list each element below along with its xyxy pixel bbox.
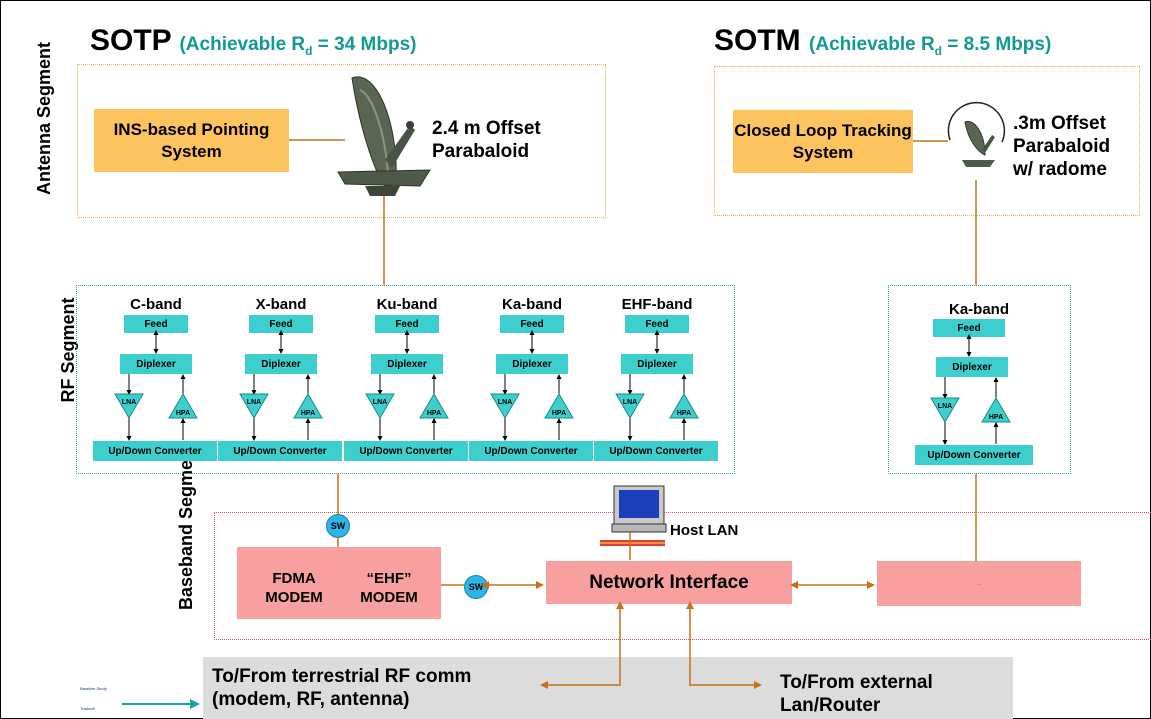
baseband-segment-box bbox=[214, 512, 1151, 640]
diplexer-block: Diplexer bbox=[621, 354, 693, 374]
sotm-band-title: Ka-band bbox=[949, 301, 1009, 318]
host-lan-label: Host LAN bbox=[670, 522, 739, 539]
sotm-rf-segment-box bbox=[888, 285, 1071, 474]
lna-label: LNA bbox=[498, 399, 512, 406]
lna-triangle bbox=[239, 393, 269, 419]
fdma-modem: FDMA MODEM bbox=[265, 570, 323, 606]
lna-triangle bbox=[114, 393, 144, 419]
sotm-feed: Feed bbox=[933, 319, 1005, 337]
lna-label: LNA bbox=[373, 399, 387, 406]
closed-loop-tracking-system: Closed Loop Tracking System bbox=[733, 110, 913, 173]
lna-label: LNA bbox=[247, 399, 261, 406]
sotm-converter: Up/Down Converter bbox=[915, 445, 1033, 465]
converter-block: Up/Down Converter bbox=[93, 441, 217, 461]
band-title: C-band bbox=[130, 296, 182, 313]
sotm-title: SOTM (Achievable Rd = 8.5 Mbps) bbox=[714, 24, 1052, 58]
lna-label: LNA bbox=[122, 399, 136, 406]
sotm-diplexer: Diplexer bbox=[936, 357, 1008, 377]
terrestrial-rf-label: To/From terrestrial RF comm (modem, RF, … bbox=[212, 666, 472, 710]
hpa-label: HPA bbox=[301, 410, 315, 417]
hpa-label: HPA bbox=[552, 410, 566, 417]
converter-block: Up/Down Converter bbox=[469, 441, 593, 461]
converter-block: Up/Down Converter bbox=[218, 441, 342, 461]
feed-block: Feed bbox=[375, 315, 439, 333]
sotm-antenna-label: .3m Offset Parabaloid w/ radome bbox=[1013, 113, 1111, 180]
hpa-label: HPA bbox=[677, 410, 691, 417]
lna-triangle bbox=[490, 393, 520, 419]
hpa-label: HPA bbox=[427, 410, 441, 417]
sotp-antenna-label: 2.4 m Offset Parabaloid bbox=[432, 118, 541, 162]
ehf-modem: “EHF” MODEM bbox=[360, 570, 418, 606]
legend-tradeoff: Tradeoff bbox=[80, 706, 95, 711]
sotm-hpa-label: HPA bbox=[989, 414, 1003, 421]
ins-pointing-system: INS-based Pointing System bbox=[94, 109, 289, 172]
diplexer-block: Diplexer bbox=[245, 354, 317, 374]
computer-icon bbox=[611, 485, 667, 533]
sotp-title: SOTP (Achievable Rd = 34 Mbps) bbox=[90, 24, 417, 58]
sotm-rate: (Achievable Rd = 8.5 Mbps) bbox=[809, 34, 1052, 58]
sotp-rate: (Achievable Rd = 34 Mbps) bbox=[179, 34, 417, 58]
converter-block: Up/Down Converter bbox=[594, 441, 718, 461]
band-title: Ku-band bbox=[376, 296, 438, 313]
modem-box: FDMA MODEM “EHF” MODEM bbox=[237, 547, 441, 619]
sotp-antenna-segment-box bbox=[77, 64, 606, 218]
parabolic-dish-radome-icon bbox=[947, 101, 1006, 167]
external-lan-label: To/From external Lan/Router bbox=[780, 672, 933, 716]
feed-block: Feed bbox=[500, 315, 564, 333]
band-title: EHF-band bbox=[621, 296, 693, 313]
converter-block: Up/Down Converter bbox=[344, 441, 468, 461]
diplexer-block: Diplexer bbox=[120, 354, 192, 374]
sotm-antenna-segment-box bbox=[714, 66, 1140, 216]
lna-triangle bbox=[365, 393, 395, 419]
feed-block: Feed bbox=[249, 315, 313, 333]
sotm-baseband-box: ... bbox=[877, 561, 1081, 606]
sotp-rf-segment-box bbox=[76, 285, 735, 474]
lna-label: LNA bbox=[623, 399, 637, 406]
parabolic-dish-large-icon bbox=[337, 76, 431, 196]
legend-baseline: Baseline Study bbox=[80, 686, 107, 691]
feed-block: Feed bbox=[124, 315, 188, 333]
band-title: Ka-band bbox=[502, 296, 562, 313]
lna-triangle bbox=[615, 393, 645, 419]
diplexer-block: Diplexer bbox=[496, 354, 568, 374]
band-title: X-band bbox=[255, 296, 307, 313]
diplexer-block: Diplexer bbox=[371, 354, 443, 374]
hpa-label: HPA bbox=[176, 410, 190, 417]
network-interface: Network Interface bbox=[546, 561, 792, 604]
feed-block: Feed bbox=[625, 315, 689, 333]
sotm-lna-label: LNA bbox=[938, 403, 952, 410]
